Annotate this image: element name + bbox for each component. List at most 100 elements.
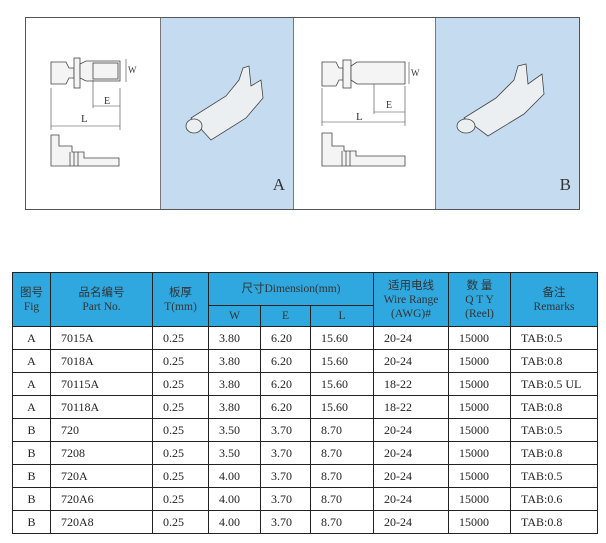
cell-wire-range: 18-22 — [373, 372, 449, 396]
cell-e: 3.70 — [260, 464, 311, 488]
cell-remarks: TAB:0.8 — [510, 510, 598, 534]
cell-fig: A — [12, 349, 51, 373]
cell-e: 6.20 — [260, 395, 311, 419]
cell-wire-range: 20-24 — [373, 326, 449, 350]
cell-qty: 15000 — [448, 510, 511, 534]
cell-remarks: TAB:0.8 — [510, 441, 598, 465]
cell-l: 15.60 — [310, 326, 374, 350]
cell-wire-range: 20-24 — [373, 441, 449, 465]
cell-w: 4.00 — [208, 487, 261, 511]
cell-fig: B — [12, 418, 51, 442]
cell-l: 8.70 — [310, 441, 374, 465]
cell-part-no: 70118A — [50, 395, 153, 419]
cell-wire-range: 20-24 — [373, 464, 449, 488]
cell-qty: 15000 — [448, 326, 511, 350]
cell-qty: 15000 — [448, 464, 511, 488]
figure-a-3d: A — [161, 18, 294, 209]
dim-l-label: L — [356, 111, 363, 123]
header-l: L — [310, 305, 374, 327]
cell-qty: 15000 — [448, 349, 511, 373]
cell-fig: B — [12, 464, 51, 488]
cell-part-no: 720A8 — [50, 510, 153, 534]
cell-qty: 15000 — [448, 372, 511, 396]
cell-wire-range: 18-22 — [373, 395, 449, 419]
terminal-figures: L E W A L E W B — [25, 17, 580, 210]
terminal-a-dimension-drawing: L E W — [50, 57, 137, 167]
cell-thickness: 0.25 — [152, 395, 209, 419]
cell-wire-range: 20-24 — [373, 349, 449, 373]
cell-w: 3.80 — [208, 349, 261, 373]
cell-qty: 15000 — [448, 441, 511, 465]
cell-remarks: TAB:0.8 — [510, 349, 598, 373]
cell-thickness: 0.25 — [152, 349, 209, 373]
cell-qty: 15000 — [448, 418, 511, 442]
dim-w-label: W — [411, 68, 420, 78]
cell-thickness: 0.25 — [152, 418, 209, 442]
cell-l: 8.70 — [310, 487, 374, 511]
header-e: E — [260, 305, 311, 327]
cell-remarks: TAB:0.5 — [510, 464, 598, 488]
cell-part-no: 70115A — [50, 372, 153, 396]
cell-w: 3.50 — [208, 441, 261, 465]
figure-label-a: A — [272, 175, 285, 194]
cell-remarks: TAB:0.8 — [510, 395, 598, 419]
cell-w: 3.80 — [208, 395, 261, 419]
cell-l: 8.70 — [310, 418, 374, 442]
cell-e: 3.70 — [260, 441, 311, 465]
dim-e-label: E — [104, 96, 110, 107]
cell-w: 3.80 — [208, 326, 261, 350]
cell-w: 4.00 — [208, 510, 261, 534]
cell-thickness: 0.25 — [152, 372, 209, 396]
cell-remarks: TAB:0.6 — [510, 487, 598, 511]
cell-w: 3.80 — [208, 372, 261, 396]
cell-l: 15.60 — [310, 372, 374, 396]
cell-part-no: 720 — [50, 418, 153, 442]
cell-remarks: TAB:0.5 — [510, 418, 598, 442]
terminal-b-dimension-drawing: L E W — [321, 59, 420, 167]
header-w: W — [208, 305, 261, 327]
figure-a-drawing: L E W — [26, 18, 161, 209]
dim-l-label: L — [81, 113, 88, 125]
cell-wire-range: 20-24 — [373, 418, 449, 442]
cell-part-no: 7208 — [50, 441, 153, 465]
cell-qty: 15000 — [448, 395, 511, 419]
cell-l: 8.70 — [310, 464, 374, 488]
cell-thickness: 0.25 — [152, 510, 209, 534]
cell-part-no: 720A — [50, 464, 153, 488]
cell-part-no: 720A6 — [50, 487, 153, 511]
cell-fig: A — [12, 372, 51, 396]
cell-w: 3.50 — [208, 418, 261, 442]
cell-l: 15.60 — [310, 395, 374, 419]
cell-part-no: 7015A — [50, 326, 153, 350]
figure-label-b: B — [559, 175, 571, 194]
terminal-a-3d-icon — [185, 65, 264, 141]
cell-fig: B — [12, 441, 51, 465]
cell-e: 3.70 — [260, 487, 311, 511]
cell-wire-range: 20-24 — [373, 510, 449, 534]
figure-b-3d: B — [436, 18, 579, 209]
cell-e: 3.70 — [260, 510, 311, 534]
cell-qty: 15000 — [448, 487, 511, 511]
cell-fig: B — [12, 510, 51, 534]
cell-fig: A — [12, 395, 51, 419]
header-dimension: 尺寸Dimension(mm) — [208, 272, 374, 306]
cell-wire-range: 20-24 — [373, 487, 449, 511]
cell-e: 6.20 — [260, 372, 311, 396]
cell-fig: A — [12, 326, 51, 350]
dim-e-label: E — [386, 100, 392, 111]
cell-thickness: 0.25 — [152, 441, 209, 465]
